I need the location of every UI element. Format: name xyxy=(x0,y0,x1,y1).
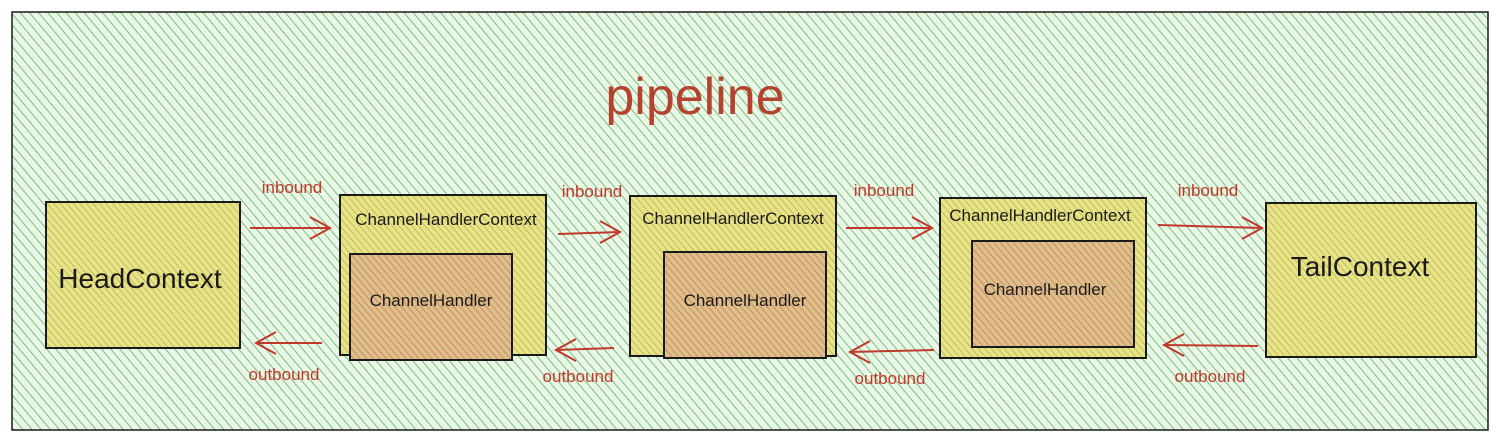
channel-handler-context-node-2: ChannelHandlerContext ChannelHandler xyxy=(629,195,837,359)
channel-handler-label-3: ChannelHandler xyxy=(984,280,1107,299)
channel-handler-label-1: ChannelHandler xyxy=(370,291,493,310)
edge-2-outbound xyxy=(553,338,615,362)
edge-2-outbound-label: outbound xyxy=(543,367,614,386)
pipeline-title: pipeline xyxy=(605,68,784,126)
head-context-node: HeadContext xyxy=(45,201,241,349)
channel-handler-label-2: ChannelHandler xyxy=(684,291,807,310)
edge-4-inbound xyxy=(1157,216,1265,240)
edge-4-outbound-label: outbound xyxy=(1175,367,1246,386)
tail-context-node: TailContext xyxy=(1265,202,1477,358)
edge-2-inbound-label: inbound xyxy=(562,182,623,201)
channel-handler-context-label-1: ChannelHandlerContext xyxy=(355,210,537,229)
channel-handler-node-3 xyxy=(971,240,1135,348)
edge-3-inbound xyxy=(846,216,935,240)
edge-1-outbound-label: outbound xyxy=(249,365,320,384)
head-context-label: HeadContext xyxy=(58,263,222,294)
channel-handler-context-label-2: ChannelHandlerContext xyxy=(642,209,824,228)
edge-1-outbound xyxy=(253,331,322,355)
channel-handler-context-label-3: ChannelHandlerContext xyxy=(949,206,1131,225)
edge-4-inbound-label: inbound xyxy=(1178,181,1239,200)
channel-handler-context-node-1: ChannelHandlerContext ChannelHandler xyxy=(339,194,547,361)
edge-2-inbound xyxy=(557,220,623,244)
edge-3-inbound-label: inbound xyxy=(854,181,915,200)
channel-handler-node-2 xyxy=(663,251,827,359)
channel-handler-context-node-3: ChannelHandlerContext ChannelHandler xyxy=(939,197,1147,359)
edge-4-outbound xyxy=(1161,333,1259,357)
edge-3-outbound-label: outbound xyxy=(855,369,926,388)
tail-context-label: TailContext xyxy=(1291,251,1430,282)
channel-handler-node-1 xyxy=(349,253,513,361)
edge-1-inbound xyxy=(250,216,333,240)
edge-3-outbound xyxy=(847,340,935,364)
edge-1-inbound-label: inbound xyxy=(262,178,323,197)
